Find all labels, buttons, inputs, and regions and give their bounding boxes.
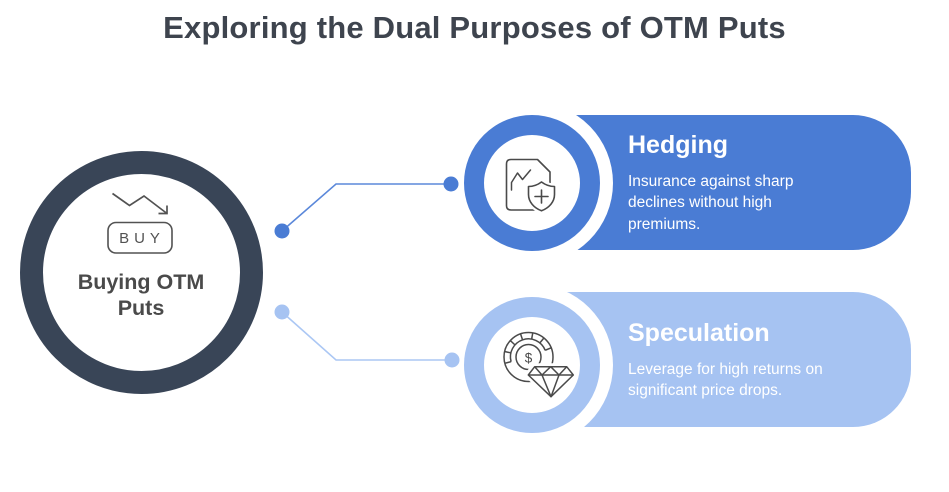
hedging-card	[545, 115, 911, 250]
central-circle-label: Buying OTM Puts	[77, 270, 205, 320]
hedging-title: Hedging	[628, 130, 728, 159]
speculation-icon-badge	[464, 297, 600, 433]
connector-dot	[274, 223, 290, 239]
hedging-body: Insurance against sharp declines without…	[628, 172, 794, 233]
speculation-text-block: Speculation Leverage for high returns on…	[628, 292, 888, 427]
speculation-card	[545, 292, 911, 427]
speculation-connector	[274, 304, 460, 368]
hedging-text-block: Hedging Insurance against sharp declines…	[628, 115, 888, 250]
connector-dot	[274, 304, 290, 320]
speculation-body: Leverage for high returns on significant…	[628, 360, 823, 400]
hedging-icon-badge	[464, 115, 600, 251]
page-title: Exploring the Dual Purposes of OTM Puts	[163, 10, 786, 45]
hedging-connector	[274, 176, 459, 239]
speculation-title: Speculation	[628, 318, 770, 347]
connector-dot	[444, 352, 460, 368]
connector-dot	[443, 176, 459, 192]
